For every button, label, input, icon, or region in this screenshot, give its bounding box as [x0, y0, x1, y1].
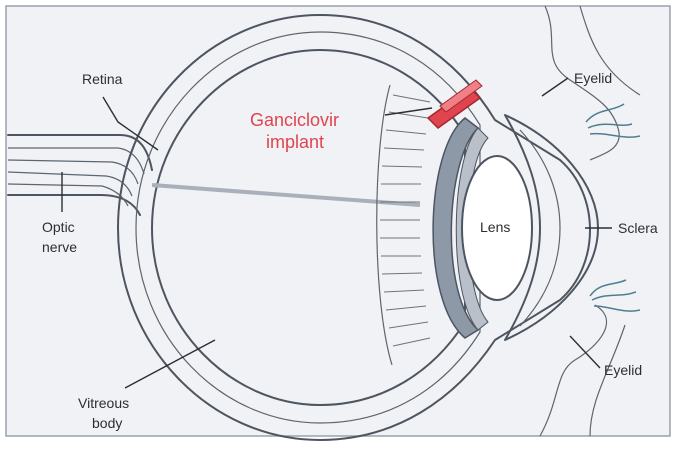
label-eyelid-bottom: Eyelid	[604, 362, 642, 378]
label-eyelid-top: Eyelid	[574, 70, 612, 86]
label-sclera: Sclera	[618, 220, 658, 236]
label-optic-line1: Optic	[42, 219, 75, 235]
label-vitreous-line1: Vitreous	[78, 395, 129, 411]
label-implant-line2: implant	[266, 132, 324, 152]
label-optic-line2: nerve	[42, 239, 77, 255]
label-vitreous-line2: body	[92, 415, 122, 431]
label-lens: Lens	[480, 219, 510, 235]
label-retina: Retina	[82, 71, 123, 87]
label-implant-line1: Ganciclovir	[250, 110, 339, 130]
